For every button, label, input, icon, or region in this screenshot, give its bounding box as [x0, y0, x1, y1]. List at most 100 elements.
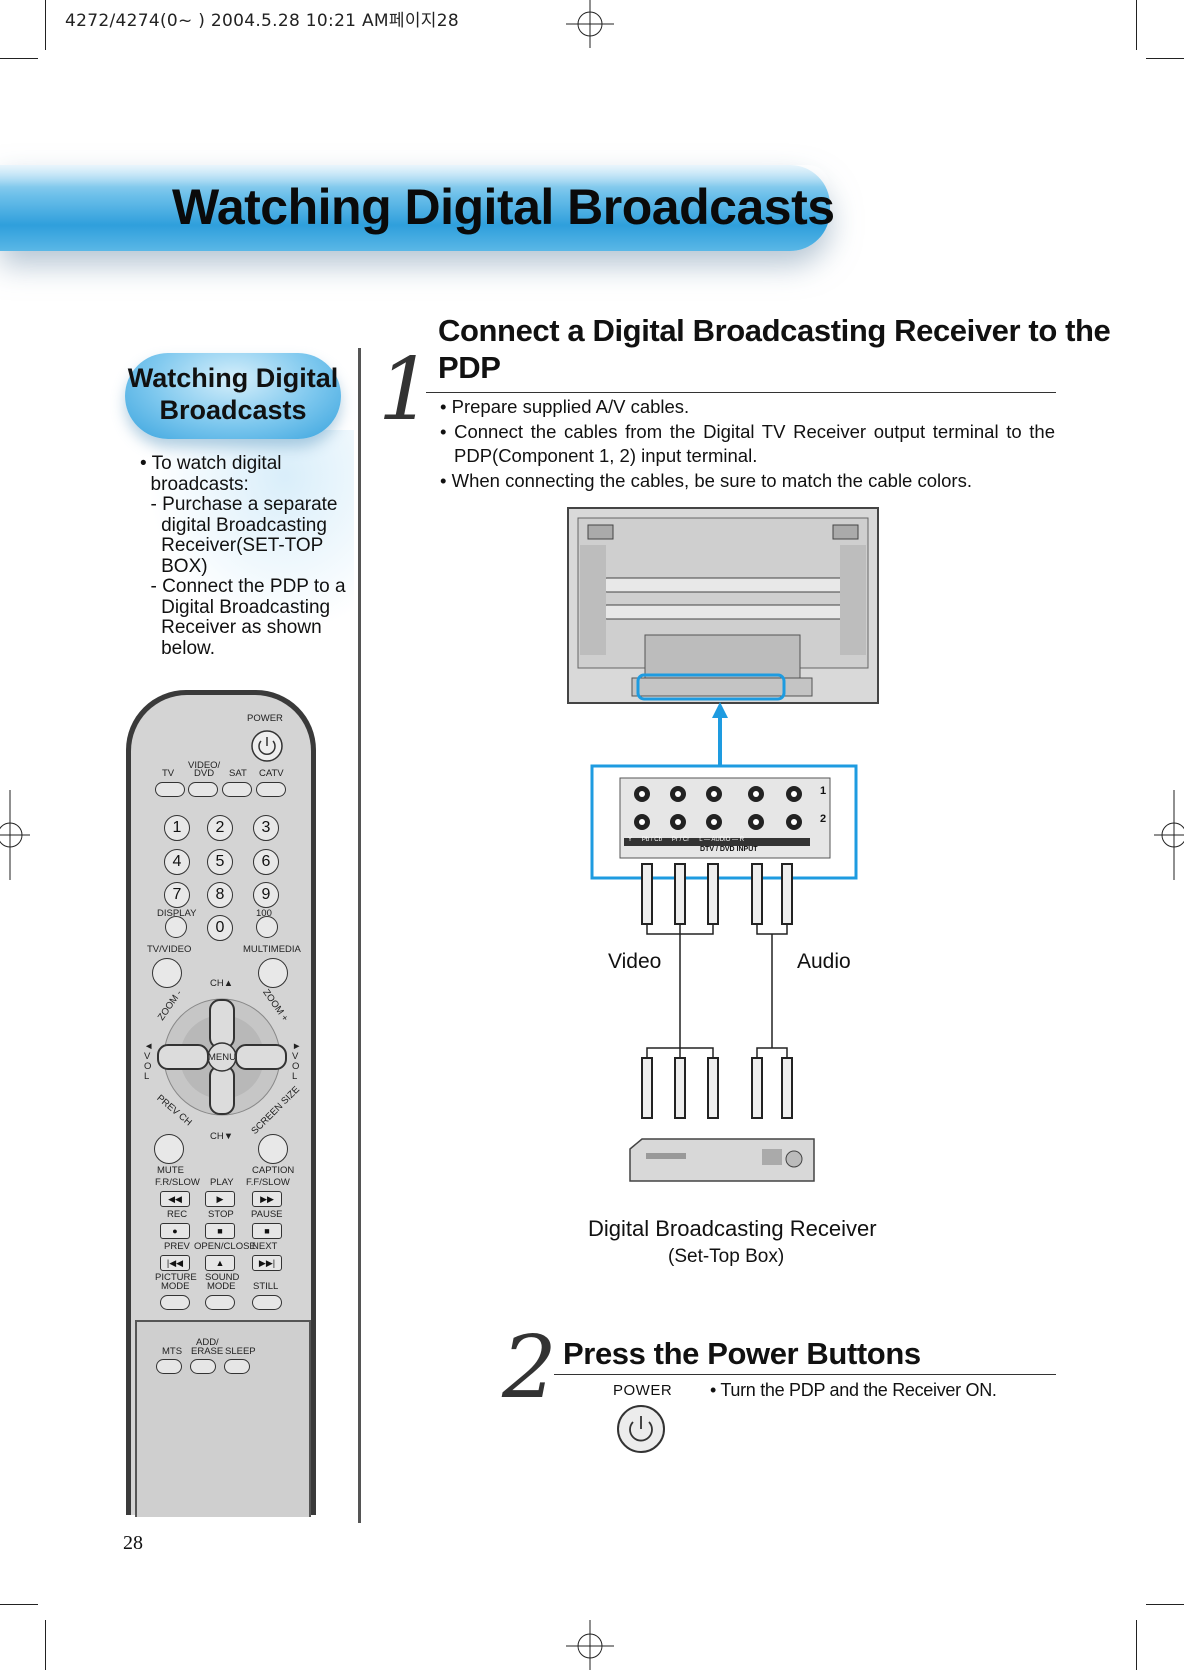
remote-label: CH▲ — [210, 978, 234, 989]
step-number: 1 — [378, 340, 433, 440]
step1-title-line: Connect a Digital Broadcasting Receiver … — [438, 313, 1111, 348]
remote-tv-button — [155, 782, 185, 797]
registration-mark-bottom — [566, 1620, 614, 1670]
video-label: Video — [608, 950, 662, 973]
remote-label: DISPLAY — [157, 908, 197, 919]
remote-100-button — [256, 916, 278, 938]
remote-label: DVD — [194, 768, 215, 779]
step1-bullet: • Prepare supplied A/V cables. — [440, 396, 690, 417]
remote-multimedia-button — [258, 958, 288, 988]
sidebar-note-line: digital Broadcasting — [140, 514, 327, 536]
step1-title-line: PDP — [438, 350, 501, 385]
sidebar-title-pill — [125, 353, 341, 439]
page-number: 28 — [123, 1532, 143, 1554]
sidebar-note: • To watch digital broadcasts: - Purchas… — [140, 453, 346, 659]
remote-label: NEXT — [252, 1241, 278, 1252]
print-header: 4272/4274(0~ ) 2004.5.28 10:21 AM페이지28 — [65, 11, 459, 31]
receiver-label: Digital Broadcasting Receiver — [588, 1216, 877, 1241]
panel-row-label: 1 — [820, 785, 827, 797]
registration-mark-left — [0, 790, 30, 880]
remote-catv-button — [256, 782, 286, 797]
crop-mark — [1146, 1604, 1184, 1605]
remote-label: CAPTION — [252, 1165, 295, 1176]
remote-label: STOP — [208, 1209, 234, 1220]
remote-digit-button: 9 — [253, 882, 279, 908]
remote-digit-button: 4 — [164, 849, 190, 875]
remote-digit-button: 8 — [207, 882, 233, 908]
remote-label: TV/VIDEO — [147, 944, 192, 955]
remote-dpad — [157, 998, 287, 1116]
step1-title: Connect a Digital Broadcasting Receiver … — [438, 312, 1111, 386]
remote-label: SLEEP — [225, 1346, 256, 1357]
remote-label: OPEN/CLOSE — [194, 1241, 256, 1252]
remote-picture-mode-button — [160, 1295, 190, 1310]
remote-label: F.R/SLOW — [155, 1177, 200, 1188]
remote-play-button: ▶ — [205, 1191, 235, 1207]
remote-rewind-button: ◀◀ — [160, 1191, 190, 1207]
step1-rule — [426, 392, 1056, 393]
dtv-dvd-input-panel — [590, 764, 858, 880]
av-cables — [641, 863, 793, 1119]
remote-label: CH▼ — [210, 1131, 234, 1142]
step1-instructions: • Prepare supplied A/V cables. • Connect… — [440, 395, 1055, 493]
remote-label: CATV — [259, 768, 284, 779]
remote-power-icon — [251, 730, 283, 762]
remote-rec-button: ● — [160, 1223, 190, 1239]
step1-bullet: • When connecting the cables, be sure to… — [440, 469, 972, 491]
remote-add-erase-button — [190, 1359, 216, 1374]
remote-label: ◄ V O L — [144, 1041, 154, 1082]
remote-caption-button — [258, 1134, 288, 1164]
remote-label: SAT — [229, 768, 247, 779]
sidebar-glow — [124, 430, 354, 660]
remote-label: PICTURE — [155, 1272, 197, 1283]
remote-digit-button: 5 — [207, 849, 233, 875]
crop-mark — [1136, 0, 1137, 50]
remote-label: MENU — [208, 1052, 236, 1063]
power-button-icon — [617, 1405, 665, 1453]
step1-bullet: • Connect the cables from the Digital TV… — [440, 420, 1055, 442]
remote-label: ► V O L — [292, 1041, 302, 1082]
sidebar-note-line: - Connect the PDP to a — [140, 576, 346, 597]
connection-arrow — [712, 702, 728, 768]
remote-lower-panel — [135, 1320, 311, 1517]
remote-label: STILL — [253, 1281, 279, 1292]
power-label: POWER — [613, 1382, 673, 1399]
sidebar-title-line: Watching Digital — [127, 363, 339, 393]
registration-mark-right — [1154, 790, 1184, 880]
title-banner-highlight — [0, 165, 830, 187]
remote-digit-button: 3 — [253, 815, 279, 841]
remote-prev-button: |◀◀ — [160, 1255, 190, 1271]
sidebar-note-line: • To watch digital — [140, 453, 282, 474]
sidebar-note-line: broadcasts: — [140, 473, 249, 495]
remote-sat-button — [222, 782, 252, 797]
remote-label: POWER — [247, 713, 283, 724]
step1-bullet: PDP(Component 1, 2) input terminal. — [454, 445, 758, 466]
sidebar-note-line: Digital Broadcasting — [140, 596, 331, 618]
remote-label: MODE — [207, 1281, 236, 1292]
crop-mark — [1146, 58, 1184, 59]
registration-mark-top — [566, 0, 614, 48]
panel-row-label: 2 — [820, 813, 827, 825]
remote-label: MULTIMEDIA — [243, 944, 301, 955]
remote-label: 100 — [256, 908, 272, 919]
sidebar-title: Watching Digital Broadcasts — [125, 362, 341, 426]
remote-pause-button: ■ — [252, 1223, 282, 1239]
sidebar-note-line: Receiver(SET-TOP — [140, 535, 324, 556]
remote-digit-button: 2 — [207, 815, 233, 841]
remote-digit-button: 1 — [164, 815, 190, 841]
sidebar-title-line: Broadcasts — [159, 395, 307, 425]
column-divider — [358, 348, 361, 1523]
remote-label: MTS — [162, 1346, 183, 1357]
crop-mark — [0, 1604, 38, 1605]
crop-mark — [45, 1620, 46, 1670]
audio-label: Audio — [797, 950, 851, 973]
sidebar-note-line: Receiver as shown — [140, 617, 322, 638]
crop-mark — [0, 58, 38, 59]
step2-rule — [554, 1374, 1056, 1375]
sidebar-note-line: below. — [140, 637, 215, 659]
page-title: Watching Digital Broadcasts — [172, 179, 835, 235]
panel-strip-label: Y Pb / Cb Pr / Cr L — AUDIO — R — [628, 837, 745, 843]
set-top-box — [629, 1138, 815, 1182]
panel-caption: DTV / DVD INPUT — [700, 846, 758, 853]
sidebar-note-line: - Purchase a separate — [140, 494, 338, 515]
